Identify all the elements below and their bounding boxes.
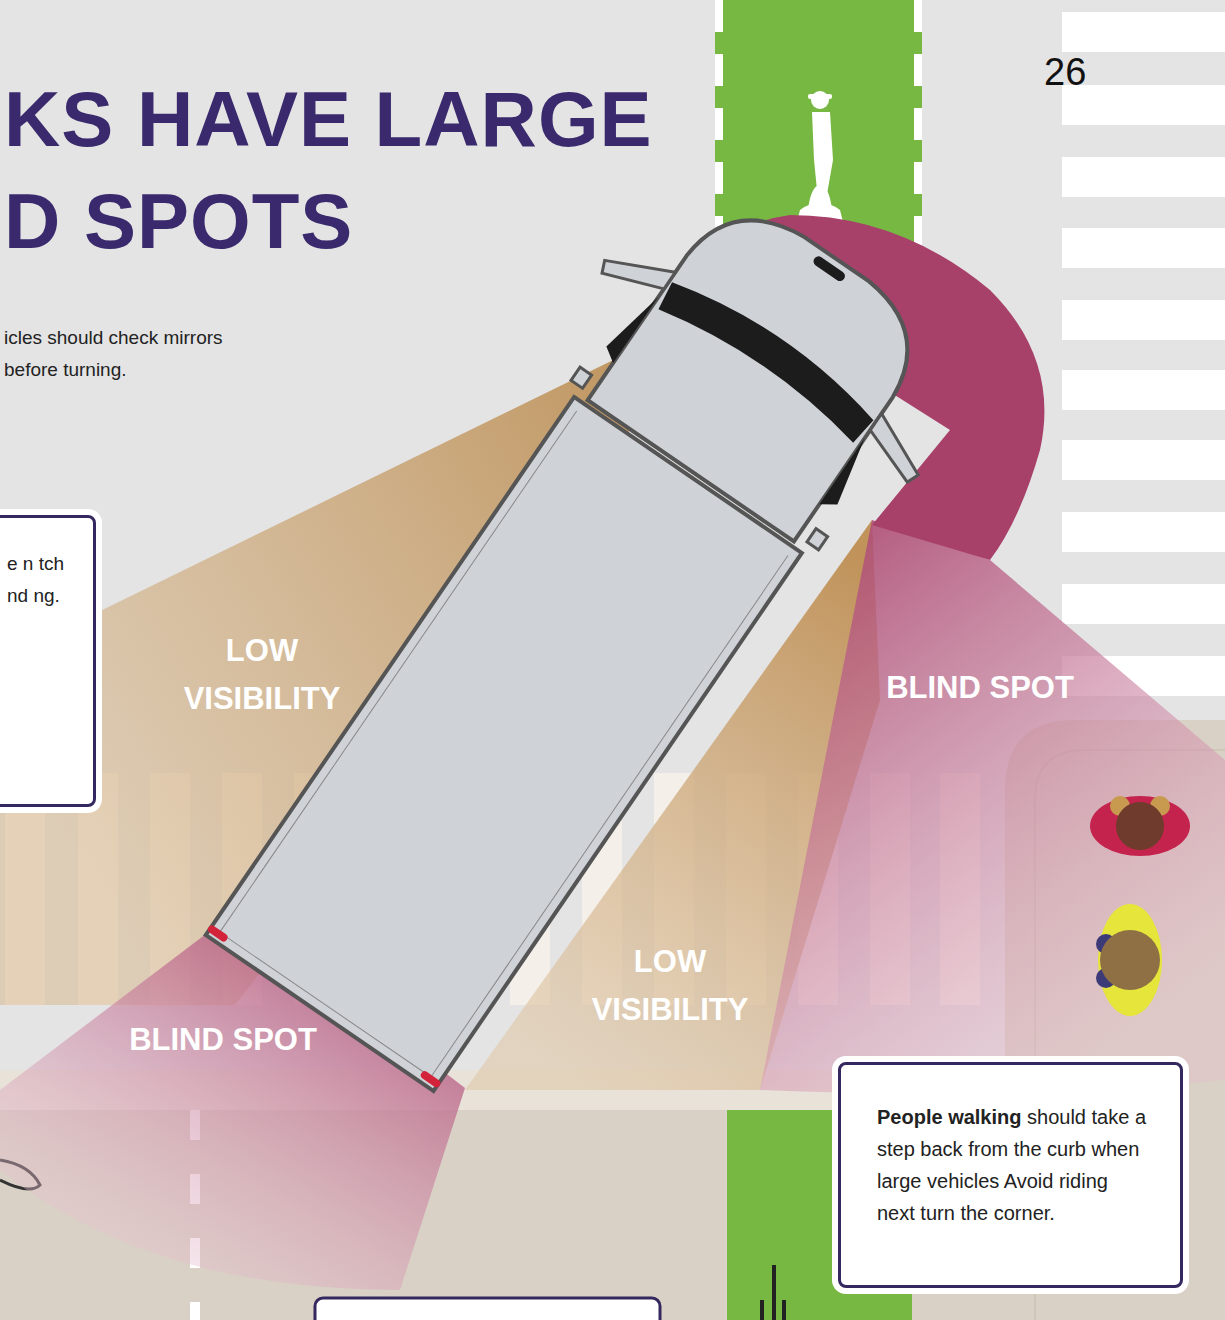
zone-label: BLIND SPOT	[118, 1016, 328, 1064]
box-text: People walking should take a step back f…	[877, 1101, 1150, 1229]
box-body: e n tch nd ng.	[7, 553, 64, 606]
pedestrians	[1090, 796, 1190, 1016]
zone-label: LOW VISIBILITY	[157, 627, 367, 723]
zone-label: LOW VISIBILITY	[565, 938, 775, 1034]
box-text: e n tch nd ng.	[7, 548, 67, 612]
crosswalk-stripes	[1062, 12, 1225, 696]
page-title: KS HAVE LARGE D SPOTS	[4, 68, 694, 272]
tip-box: People walking should take a step back f…	[838, 1062, 1183, 1288]
bike-lane	[715, 0, 922, 250]
info-box: e n tch nd ng.	[0, 515, 96, 807]
info-box	[315, 1298, 660, 1320]
page-number: 26	[1044, 51, 1086, 94]
box-heading: People walking	[877, 1106, 1021, 1128]
zone-label: BLIND SPOT	[875, 664, 1085, 712]
intro-text: icles should check mirrors before turnin…	[4, 322, 234, 386]
